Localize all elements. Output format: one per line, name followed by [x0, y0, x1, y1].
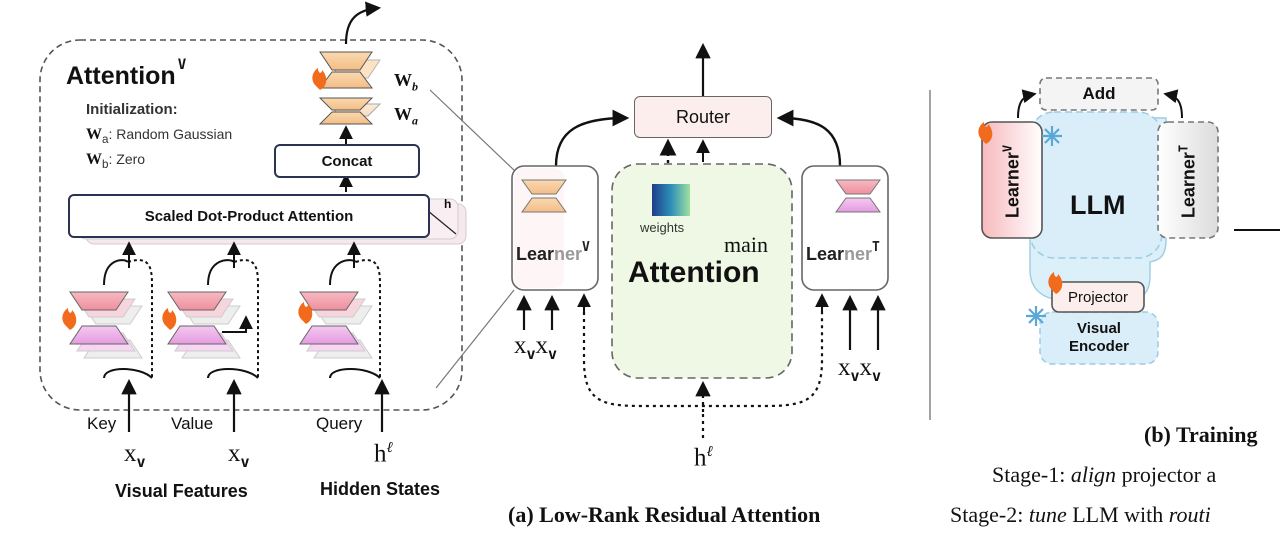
weights-icon — [652, 184, 690, 216]
wa-projection-icon — [318, 97, 382, 125]
attention-zoom-panel — [39, 39, 463, 411]
query-input-var: hℓ — [374, 440, 393, 468]
visual-features-label: Visual Features — [115, 481, 248, 501]
caption-a: (a) Low-Rank Residual Attention — [508, 502, 821, 527]
value-projector-icon — [167, 259, 259, 379]
learner-t-vertical-label: LearnerT — [1176, 144, 1199, 219]
concat-block: Concat — [274, 144, 420, 178]
stage-1-text: Stage-1: align projector a — [992, 462, 1217, 487]
learner-v-vertical-label: LearnerV — [1000, 144, 1023, 219]
learner-t-inputs: xvxv — [838, 354, 882, 385]
llm-label: LLM — [1070, 190, 1126, 220]
key-projector-icon — [69, 259, 153, 379]
initialization-label: Initialization: — [86, 101, 178, 118]
add-label: Add — [1082, 84, 1116, 103]
heads-label: h — [444, 197, 452, 211]
projector-label: Projector — [1067, 289, 1129, 306]
hidden-state-input: hℓ — [694, 444, 713, 472]
learner-v-inputs: xvxv — [514, 332, 558, 363]
stage-2-text: Stage-2: tune LLM with routi — [950, 502, 1211, 527]
value-input-var: xv — [228, 440, 250, 471]
key-input-var: xv — [124, 440, 146, 471]
value-label: Value — [171, 414, 214, 433]
query-projector-icon — [299, 259, 381, 379]
key-label: Key — [87, 414, 117, 433]
wb-projection-icon — [319, 51, 381, 89]
wa-label: Wa — [394, 104, 418, 128]
main-attention-block — [611, 163, 793, 379]
learner-v-label: LearnerV — [516, 240, 590, 264]
router-block: Router — [634, 96, 772, 138]
main-attention-label: Attention — [628, 256, 760, 289]
main-sup-label: main — [724, 232, 768, 257]
snowflake-icon — [1026, 126, 1062, 326]
learner-t-block — [801, 165, 889, 291]
weights-label: weights — [640, 220, 685, 235]
init-wa-line: Wa: Random Gaussian — [86, 126, 233, 146]
sdpa-label: Scaled Dot-Product Attention — [144, 207, 354, 225]
router-label: Router — [675, 106, 731, 127]
sdpa-block: Scaled Dot-Product Attention — [68, 194, 430, 238]
flame-icon — [978, 122, 1063, 294]
wb-label: Wb — [394, 70, 418, 94]
query-label: Query — [316, 414, 363, 433]
init-wb-line: Wb: Zero — [86, 151, 146, 171]
hidden-states-label: Hidden States — [320, 479, 441, 499]
learner-t-label: LearnerT — [806, 240, 880, 264]
caption-b: (b) Training — [1144, 422, 1258, 447]
